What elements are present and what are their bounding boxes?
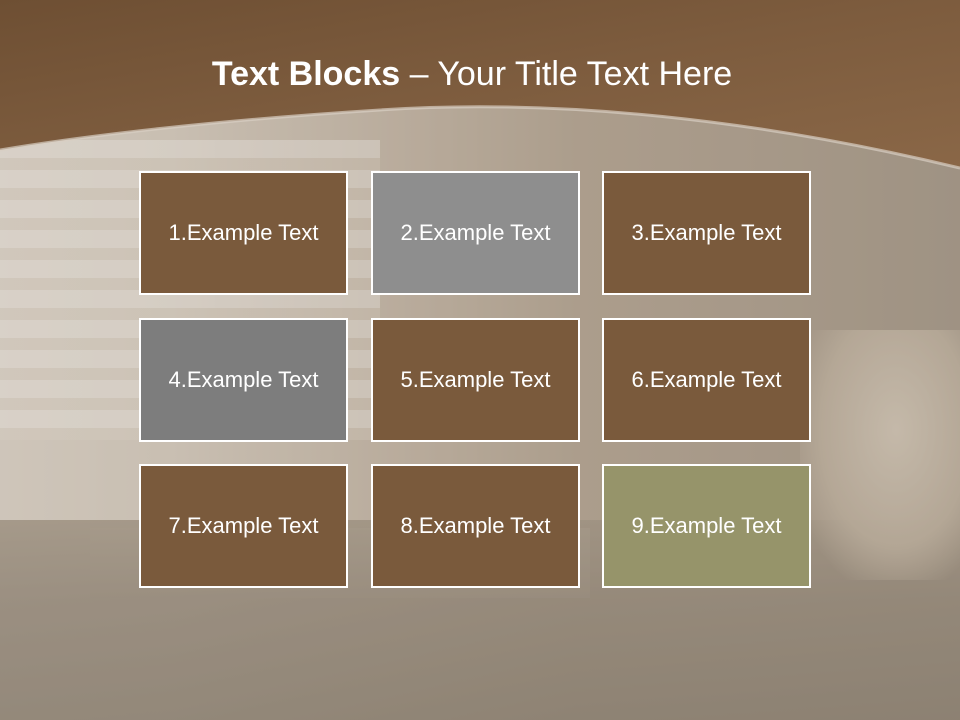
text-block-3[interactable]: 3.Example Text	[602, 171, 811, 295]
text-block-3-label: 3.Example Text	[631, 220, 782, 245]
text-block-6[interactable]: 6.Example Text	[602, 318, 811, 442]
text-block-5[interactable]: 5.Example Text	[371, 318, 580, 442]
text-block-7-label: 7.Example Text	[168, 513, 319, 538]
text-block-6-label: 6.Example Text	[631, 367, 782, 392]
title-rest-text: Your Title Text Here	[437, 55, 733, 93]
header-banner-highlight	[0, 105, 960, 170]
text-block-5-label: 5.Example Text	[400, 367, 551, 392]
background-sofa	[800, 330, 960, 580]
text-block-9-label: 9.Example Text	[631, 513, 782, 538]
text-block-8[interactable]: 8.Example Text	[371, 464, 580, 588]
text-block-4[interactable]: 4.Example Text	[139, 318, 348, 442]
slide-title: Text Blocks – Your Title Text Here	[0, 55, 944, 94]
text-block-8-label: 8.Example Text	[400, 513, 551, 538]
title-bold-text: Text Blocks	[211, 55, 401, 93]
text-block-2[interactable]: 2.Example Text	[371, 171, 580, 295]
header-banner	[0, 0, 960, 170]
text-block-4-label: 4.Example Text	[168, 367, 319, 392]
text-block-1[interactable]: 1.Example Text	[139, 171, 348, 295]
text-block-2-label: 2.Example Text	[400, 220, 551, 245]
text-block-7[interactable]: 7.Example Text	[139, 464, 348, 588]
title-dash: –	[400, 55, 438, 93]
text-block-1-label: 1.Example Text	[168, 220, 319, 245]
text-block-9[interactable]: 9.Example Text	[602, 464, 811, 588]
header-banner-shape	[0, 0, 960, 168]
